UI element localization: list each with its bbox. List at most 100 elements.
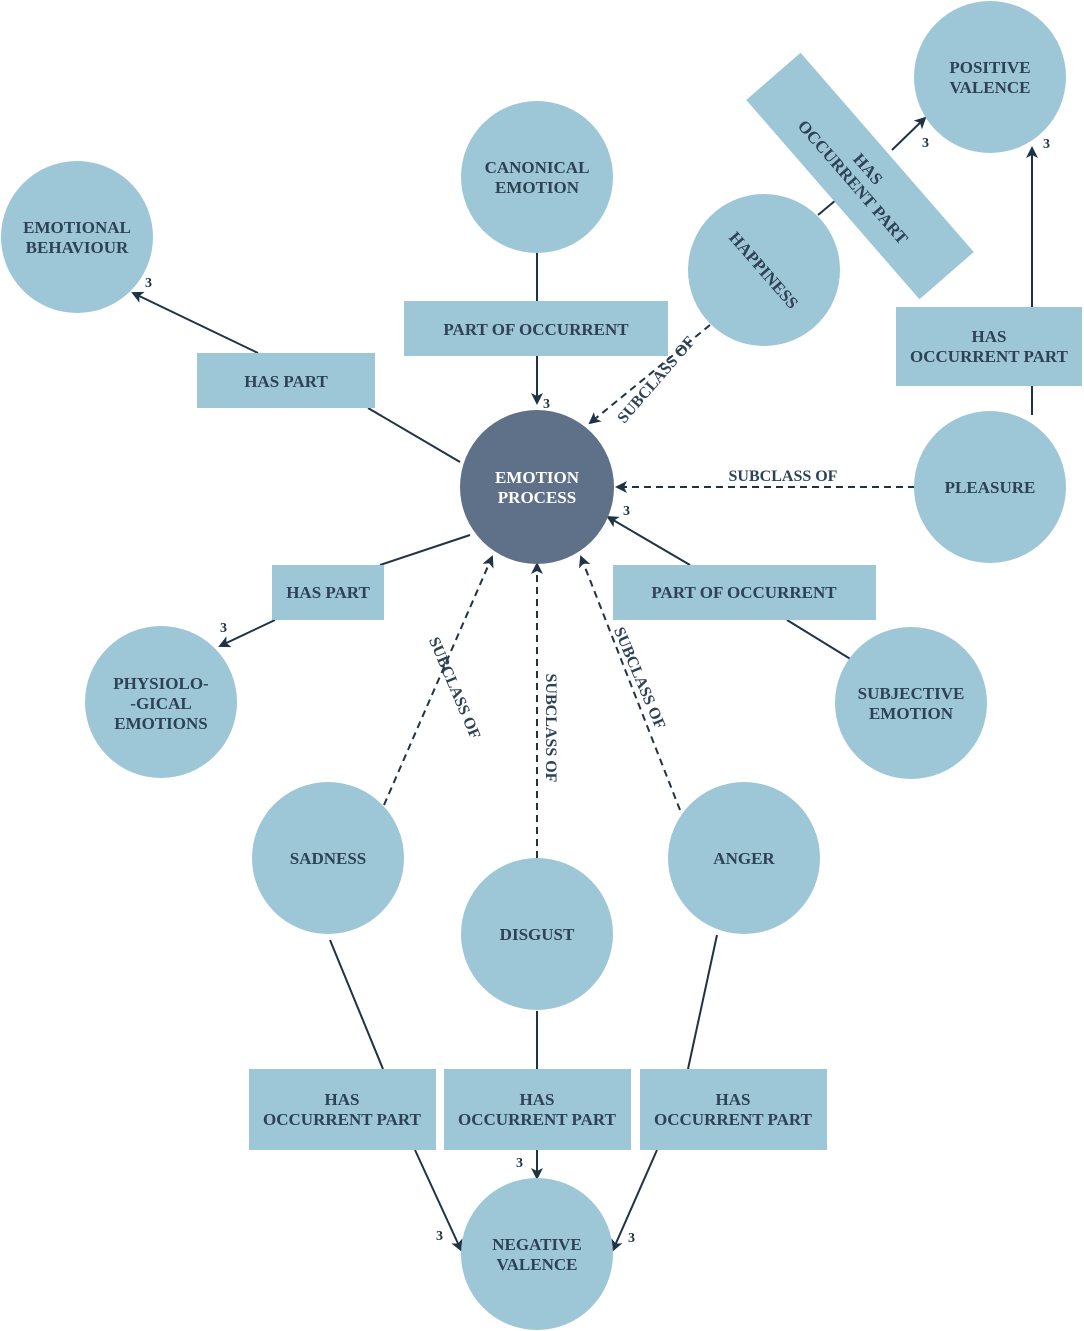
node-emotional-behaviour-label-line-2: BEHAVIOUR: [26, 238, 129, 257]
relation-has-part-left: HAS PART: [197, 353, 375, 408]
node-anger-label-line-1: ANGER: [713, 849, 775, 868]
subclass-disgust-label: SUBCLASS OF: [542, 674, 559, 783]
edge-anger-to-box: [687, 934, 718, 1070]
cardinality-positive-valence-right: 3: [1043, 137, 1050, 152]
node-sadness: SADNESS: [252, 782, 404, 934]
edge-emotion-process-to-has-part-lower: [379, 534, 471, 566]
relation-has-occurrent-part-sadness-label-line-1: HAS: [325, 1090, 360, 1109]
relation-part-of-occurrent-right-label-line-1: PART OF OCCURRENT: [651, 583, 837, 602]
node-physiological-emotions-label-line-2: -GICAL: [130, 694, 191, 713]
node-sadness-label-line-1: SADNESS: [290, 849, 367, 868]
edge-has-part-lower-to-physiological: [218, 619, 276, 648]
edge-box-to-emotion-process-right: [606, 515, 691, 566]
node-negative-valence-label-line-1: NEGATIVE: [492, 1235, 581, 1254]
cardinality-negative-valence-left: 3: [436, 1229, 443, 1244]
cardinality-labels: 3 3 3 3 3 3 3 3 3: [145, 136, 1050, 1246]
relation-has-part-lower: HAS PART: [272, 565, 384, 620]
cardinality-negative-valence-right: 3: [628, 1231, 635, 1246]
cardinality-physiological: 3: [220, 621, 227, 636]
node-emotional-behaviour-label-line-1: EMOTIONAL: [23, 218, 131, 237]
node-happiness: HAPPINESS: [688, 194, 840, 346]
cardinality-emotional-behaviour: 3: [145, 276, 152, 291]
relation-has-occurrent-part-anger-label-line-2: OCCURRENT PART: [654, 1110, 813, 1129]
edge-subjective-to-box: [786, 619, 853, 661]
node-canonical-emotion-label-line-2: EMOTION: [495, 178, 580, 197]
edge-has-part-left-to-emotional-behaviour: [131, 291, 259, 354]
subclass-anger-label: SUBCLASS OF: [610, 625, 668, 732]
cardinality-emotion-process-top: 3: [543, 397, 550, 412]
node-sadness-label: SADNESS: [290, 849, 367, 868]
relation-has-occurrent-part-disgust-label-line-1: HAS: [520, 1090, 555, 1109]
cardinality-negative-valence-center: 3: [516, 1156, 523, 1171]
relation-part-of-occurrent-top-label-line-1: PART OF OCCURRENT: [443, 320, 629, 339]
relation-has-part-lower-label-line-1: HAS PART: [286, 583, 370, 602]
node-physiological-emotions-label-line-3: EMOTIONS: [114, 714, 208, 733]
relation-has-part-lower-label: HAS PART: [286, 583, 370, 602]
node-pleasure: PLEASURE: [914, 411, 1066, 563]
edge-sadness-to-box: [329, 939, 384, 1070]
subclass-pleasure-label: SUBCLASS OF: [729, 468, 838, 485]
relation-has-occurrent-part-disgust-label-line-2: OCCURRENT PART: [458, 1110, 617, 1129]
node-negative-valence-label-line-2: VALENCE: [497, 1255, 578, 1274]
relation-part-of-occurrent-top: PART OF OCCURRENT: [404, 301, 668, 356]
node-disgust: DISGUST: [461, 858, 613, 1010]
node-anger: ANGER: [668, 782, 820, 934]
edge-box-to-negative-valence-right: [611, 1149, 658, 1252]
node-pleasure-label: PLEASURE: [945, 478, 1036, 497]
node-positive-valence-label-line-2: VALENCE: [950, 78, 1031, 97]
edge-labels: SUBCLASS OF SUBCLASS OF SUBCLASS OF SUBC…: [425, 333, 838, 782]
node-emotion-process-label-line-2: PROCESS: [498, 488, 576, 507]
relation-has-occurrent-part-anger-label-line-1: HAS: [716, 1090, 751, 1109]
relation-has-occurrent-part-pleasure-label-line-2: OCCURRENT PART: [910, 347, 1069, 366]
relation-part-of-occurrent-right-label: PART OF OCCURRENT: [651, 583, 837, 602]
relation-has-occurrent-part-pleasure-label-line-1: HAS: [972, 327, 1007, 346]
relation-has-occurrent-part-sadness-label-line-2: OCCURRENT PART: [263, 1110, 422, 1129]
node-anger-label: ANGER: [713, 849, 775, 868]
node-subjective-emotion-label-line-2: EMOTION: [869, 704, 954, 723]
node-canonical-emotion-label-line-1: CANONICAL: [485, 158, 590, 177]
node-subjective-emotion-label-line-1: SUBJECTIVE: [858, 684, 965, 703]
edge-subclass-anger: [579, 555, 681, 811]
relation-boxes: PART OF OCCURRENT HAS PART HAS PART PART…: [197, 52, 1082, 1150]
node-disgust-label-line-1: DISGUST: [500, 925, 575, 944]
edge-tilted-box-to-positive-valence: [891, 116, 927, 151]
node-physiological-emotions-label-line-1: PHYSIOLO-: [113, 674, 209, 693]
node-positive-valence-label-line-1: POSITIVE: [949, 58, 1030, 77]
node-emotion-process-label-line-1: EMOTION: [495, 468, 580, 487]
edges: [131, 116, 1038, 1252]
relation-part-of-occurrent-top-label: PART OF OCCURRENT: [443, 320, 629, 339]
relation-part-of-occurrent-right: PART OF OCCURRENT: [613, 565, 876, 620]
relation-has-part-left-label: HAS PART: [244, 372, 328, 391]
node-pleasure-label-line-1: PLEASURE: [945, 478, 1036, 497]
edge-box-to-negative-valence-left: [414, 1149, 463, 1252]
edge-subclass-sadness: [383, 555, 494, 806]
edge-subclass-happiness: [588, 324, 711, 425]
relation-has-part-left-label-line-1: HAS PART: [244, 372, 328, 391]
node-disgust-label: DISGUST: [500, 925, 575, 944]
cardinality-positive-valence-tilted: 3: [922, 136, 929, 151]
edge-emotion-process-to-has-part-left: [367, 407, 461, 463]
